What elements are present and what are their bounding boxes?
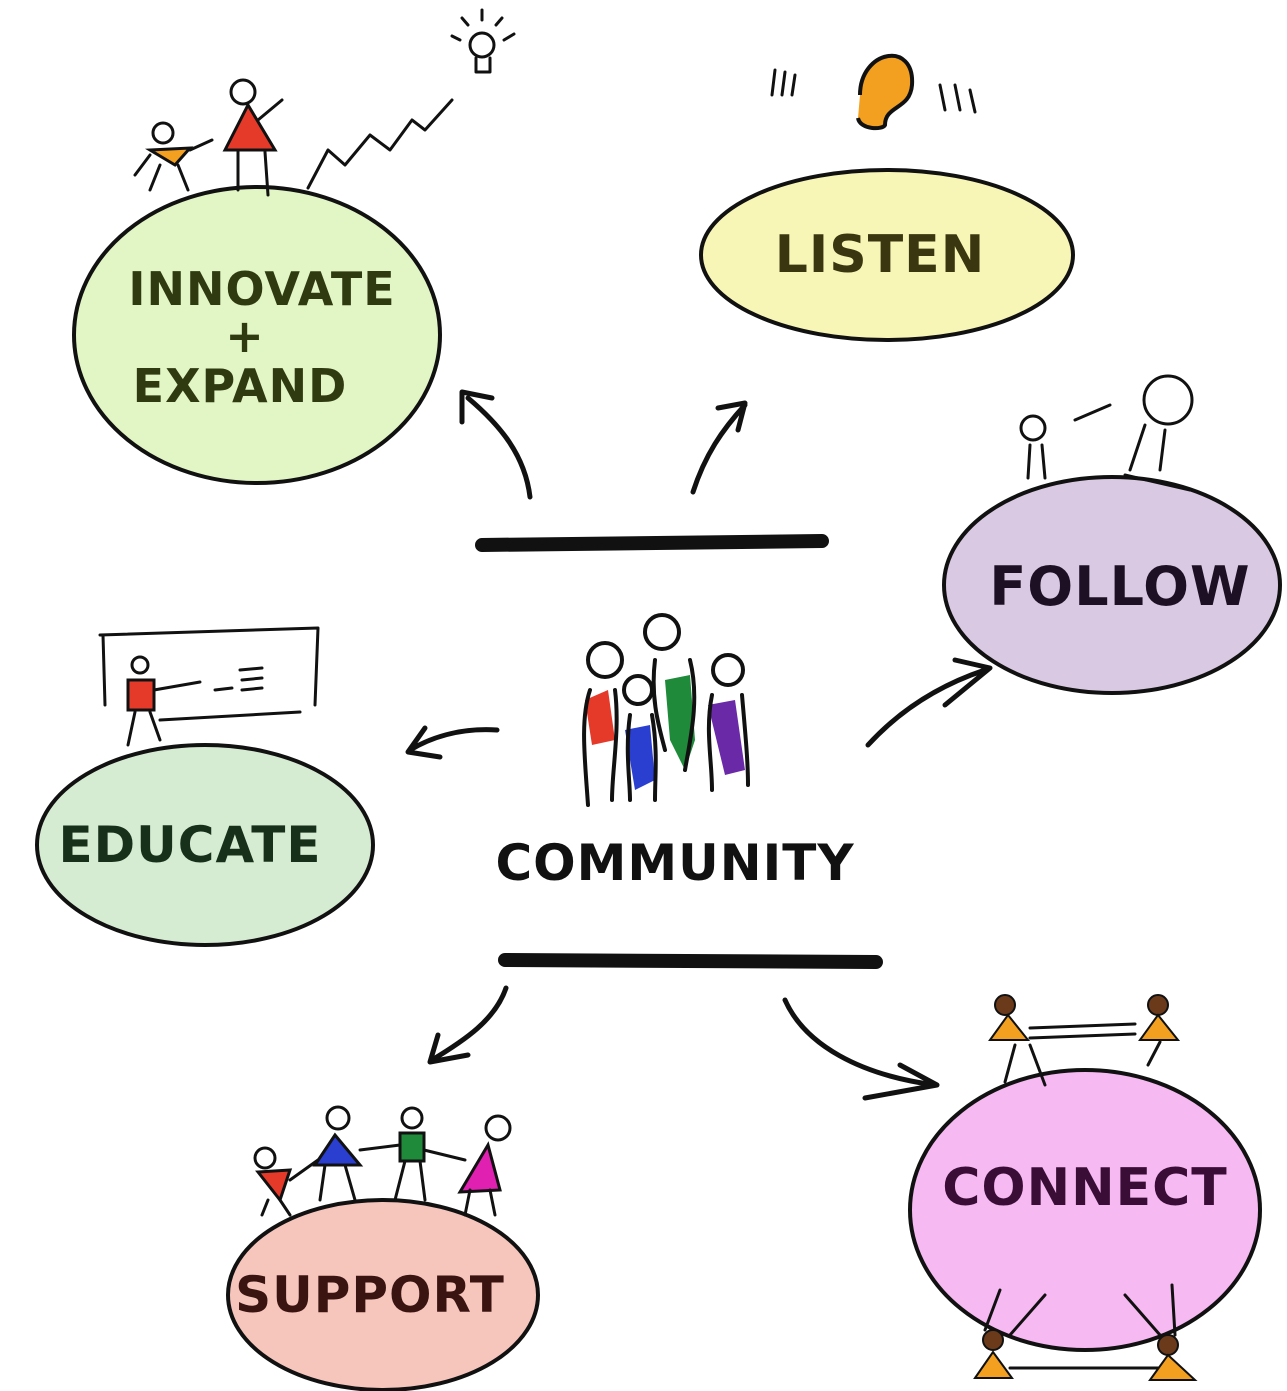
community-label: COMMUNITY bbox=[495, 834, 854, 892]
educate-ellipse bbox=[35, 743, 375, 947]
network-people-icon bbox=[973, 994, 1198, 1381]
node-innovate-expand: INNOVATE + EXPAND bbox=[72, 8, 516, 485]
lightbulb-icon bbox=[450, 8, 516, 74]
whiteboard-teacher-icon bbox=[98, 626, 320, 747]
listen-ellipse bbox=[699, 168, 1075, 342]
children-holding-hands-icon bbox=[253, 1105, 512, 1217]
innovate-ellipse bbox=[72, 185, 442, 485]
arrow-to-innovate-icon bbox=[459, 389, 533, 500]
support-label: SUPPORT bbox=[235, 1266, 505, 1324]
follow-label: FOLLOW bbox=[989, 555, 1250, 618]
people-figures-icon bbox=[133, 78, 284, 197]
node-follow: FOLLOW bbox=[942, 374, 1282, 695]
ear-icon bbox=[770, 53, 977, 131]
arrow-to-educate-icon bbox=[405, 725, 500, 760]
arrow-to-follow-icon bbox=[865, 657, 993, 748]
node-connect: CONNECT bbox=[908, 994, 1262, 1381]
node-listen: LISTEN bbox=[699, 53, 1075, 342]
follow-ellipse bbox=[942, 475, 1282, 695]
connect-label: CONNECT bbox=[942, 1158, 1228, 1218]
arrows bbox=[405, 389, 993, 1101]
top-divider-bar bbox=[475, 534, 829, 552]
support-ellipse bbox=[226, 1198, 540, 1391]
arrow-to-listen-icon bbox=[690, 400, 748, 495]
plus-label: + bbox=[225, 309, 265, 363]
arrow-to-support-icon bbox=[427, 985, 509, 1065]
community-people-icon bbox=[582, 613, 750, 807]
arrow-to-connect-icon bbox=[782, 997, 940, 1101]
follower-figures-icon bbox=[1019, 374, 1194, 492]
educate-label: EDUCATE bbox=[58, 816, 321, 874]
bottom-divider-bar bbox=[498, 953, 883, 969]
innovate-label: INNOVATE bbox=[128, 262, 395, 316]
node-educate: EDUCATE bbox=[35, 626, 375, 947]
listen-label: LISTEN bbox=[775, 225, 985, 285]
expand-label: EXPAND bbox=[133, 359, 348, 413]
node-support: SUPPORT bbox=[226, 1105, 540, 1391]
zigzag-line bbox=[306, 98, 454, 190]
connect-ellipse bbox=[908, 1068, 1262, 1352]
